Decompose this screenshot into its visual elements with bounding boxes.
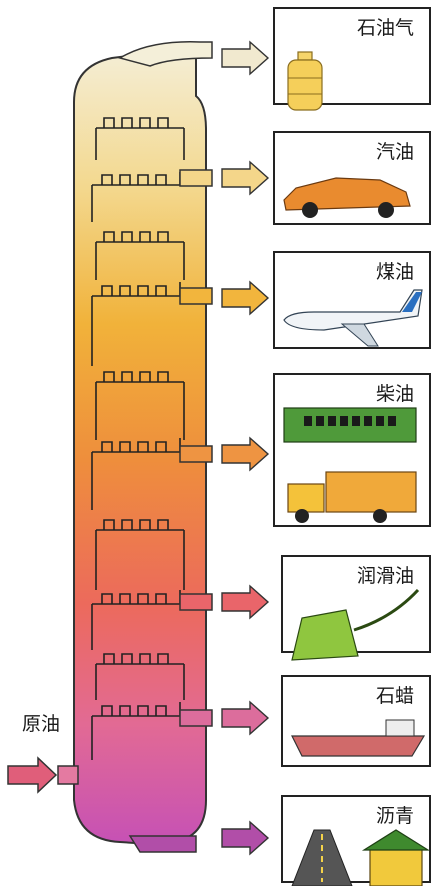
product-label: 柴油 [376,383,414,405]
product-box: 沥青 [281,795,431,886]
feed-arrow [7,756,79,794]
product-box: 石蜡 [281,675,431,767]
product-arrow [221,700,270,736]
product-label: 汽油 [376,141,414,163]
road-and-house-icon [291,829,431,886]
draw-off-pipes [128,169,213,853]
product-arrow [221,820,270,856]
ship-icon [291,719,426,757]
product-arrow [221,436,270,472]
product-box: 石油气 [273,7,431,111]
product-label: 沥青 [376,805,414,827]
distillation-column [73,41,213,846]
product-arrow [221,584,270,620]
product-label: 润滑油 [357,565,414,587]
product-box: 汽油 [273,131,431,225]
product-arrow [221,280,270,316]
product-box: 润滑油 [281,555,431,661]
airplane-icon [283,289,423,347]
train-and-truck-icon [283,407,417,523]
product-label: 石蜡 [376,685,414,707]
product-arrows [221,40,270,856]
product-box: 煤油 [273,251,431,349]
gas-cylinder-icon [287,51,323,111]
product-label: 石油气 [357,17,414,39]
product-label: 煤油 [376,261,414,283]
feed-label: 原油 [22,713,60,735]
car-icon [283,177,411,218]
product-box: 柴油 [273,373,431,527]
product-arrow [221,40,270,76]
product-arrow [221,160,270,196]
oil-can-icon [291,588,420,661]
